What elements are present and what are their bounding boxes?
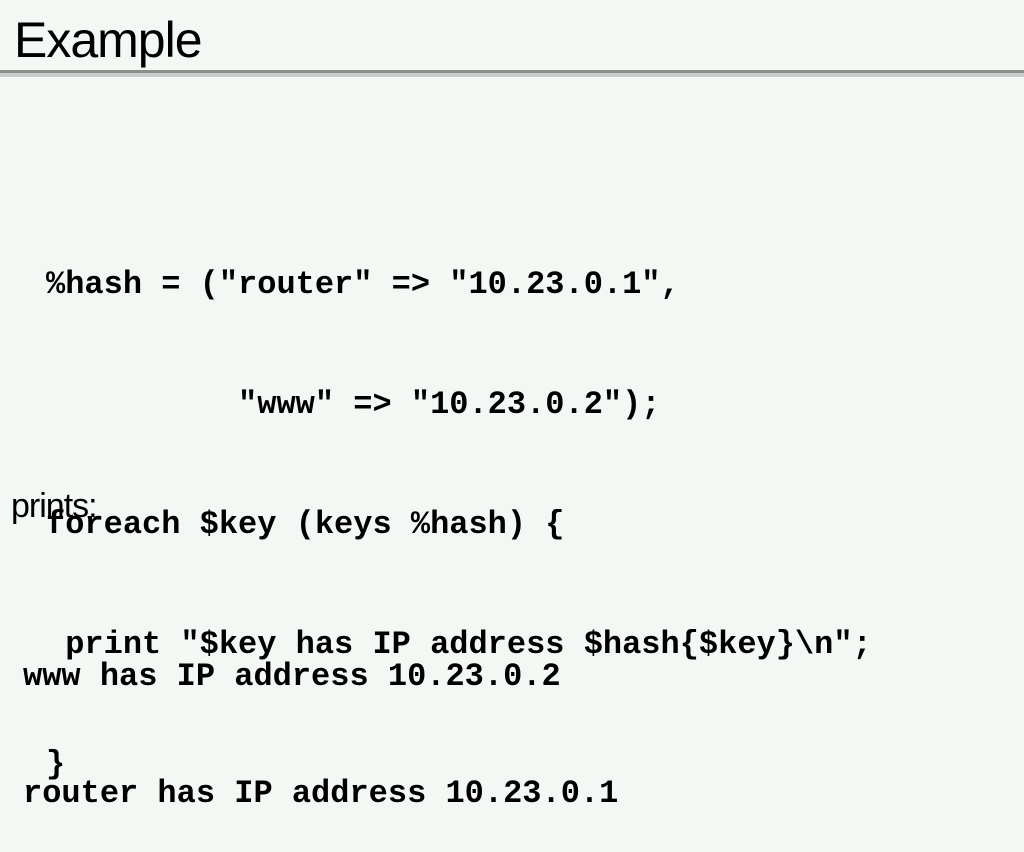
output-line: router has IP address 10.23.0.1 <box>23 775 619 812</box>
code-line: "www" => "10.23.0.2"); <box>46 386 661 423</box>
slide-title: Example <box>14 12 203 68</box>
prints-label: prints: <box>11 487 98 525</box>
code-line: foreach $key (keys %hash) { <box>46 506 565 543</box>
title-divider-shadow <box>0 73 1024 77</box>
output-block: www has IP address 10.23.0.2 router has … <box>23 579 618 852</box>
perl-code-block: %hash = ("router" => "10.23.0.1", "www" … <box>46 185 872 825</box>
code-line: print "$key has IP address $hash{$key}\n… <box>46 626 872 663</box>
title-divider <box>0 70 1024 73</box>
code-line: %hash = ("router" => "10.23.0.1", <box>46 266 680 303</box>
output-line: www has IP address 10.23.0.2 <box>23 658 561 695</box>
